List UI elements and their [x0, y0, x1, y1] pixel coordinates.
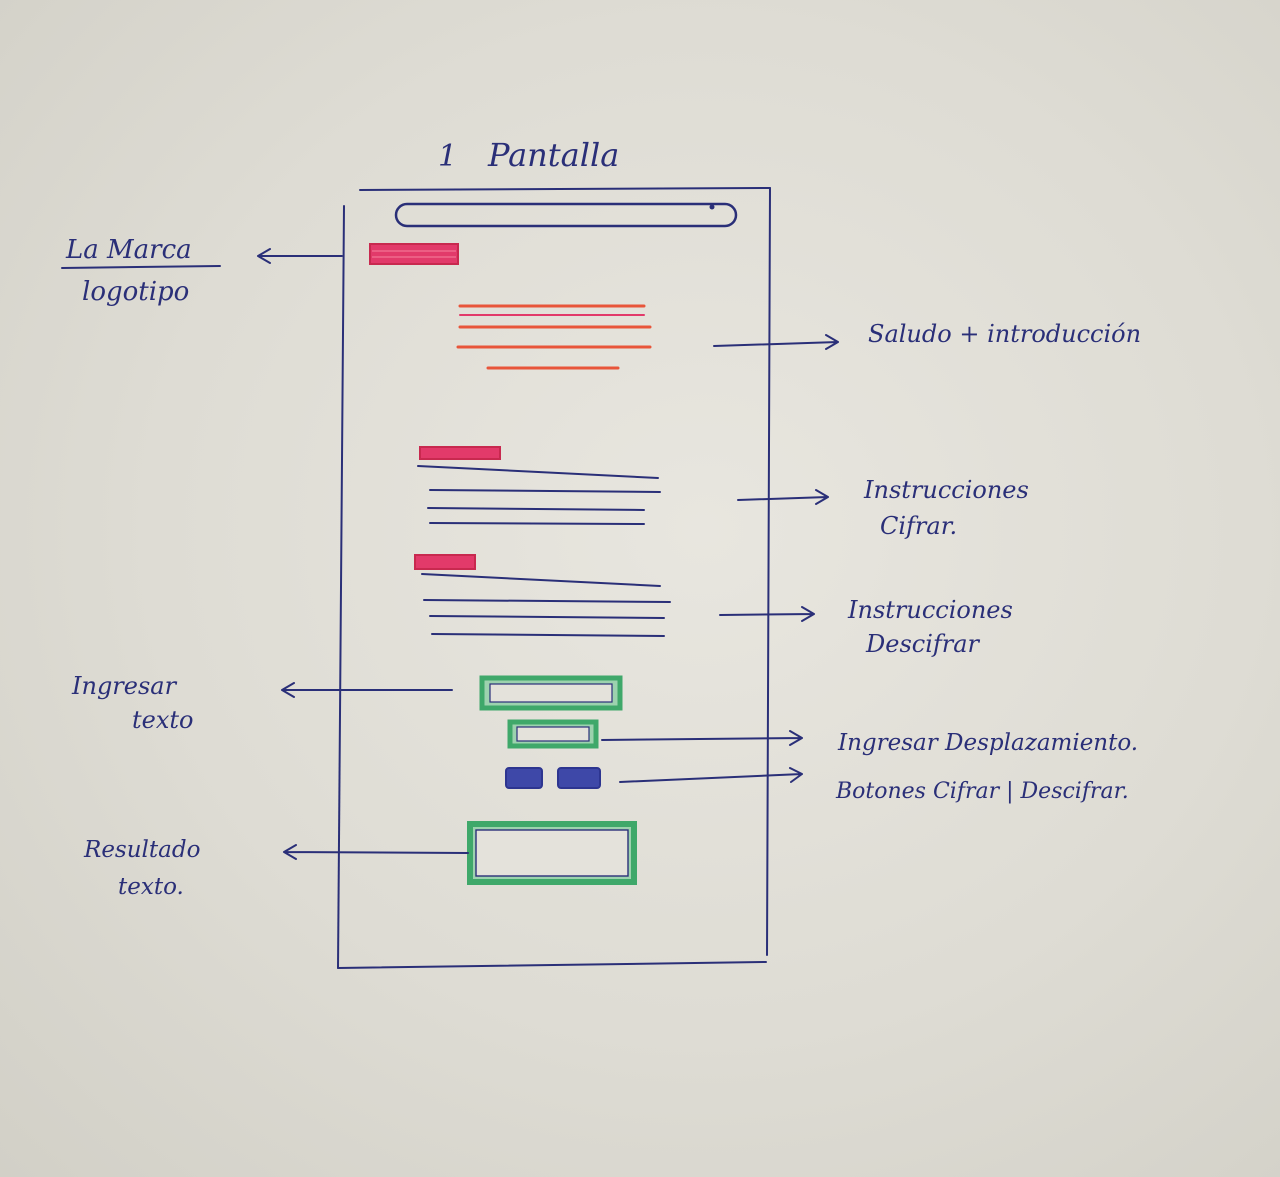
brand-annotation: La Marca logotipo — [61, 235, 221, 307]
encrypt-text-line — [417, 465, 659, 479]
brand-annotation-line1: La Marca — [65, 235, 192, 265]
decrypt-text-line — [429, 615, 665, 619]
arrows — [257, 248, 839, 860]
arrow-to-greeting — [713, 334, 839, 350]
brand-annotation-divider — [61, 265, 221, 269]
frame-bottom — [337, 961, 767, 969]
encrypt-instructions-block — [417, 446, 661, 525]
frame-top — [359, 187, 771, 191]
decrypt-heading-marker — [414, 554, 476, 570]
result-box-inner[interactable] — [475, 829, 629, 877]
arrow-to-buttons — [619, 767, 803, 783]
arrow-to-brand — [257, 248, 343, 264]
screen-frame — [337, 187, 771, 969]
shift-input-inner[interactable] — [516, 726, 590, 742]
decrypt-instructions-annotation: Instrucciones Descifrar — [847, 596, 1013, 658]
input-text-annotation-line2: texto — [132, 706, 193, 734]
decrypt-text-line — [423, 599, 671, 603]
logo-marker — [369, 243, 459, 265]
search-bar[interactable] — [394, 202, 738, 228]
decrypt-button[interactable] — [557, 767, 601, 789]
shift-input-field[interactable] — [507, 719, 599, 749]
frame-right — [766, 187, 771, 956]
input-text-annotation-line1: Ingresar — [71, 672, 178, 700]
brand-annotation-line2: logotipo — [82, 277, 189, 307]
encrypt-text-line — [429, 522, 645, 525]
greeting-annotation: Saludo + introducción — [868, 320, 1141, 348]
encrypt-annotation-line2: Cifrar. — [880, 512, 957, 540]
action-buttons — [505, 767, 601, 789]
encrypt-button[interactable] — [505, 767, 543, 789]
encrypt-heading-marker — [419, 446, 501, 460]
text-input-field[interactable] — [479, 675, 623, 711]
decrypt-annotation-line1: Instrucciones — [847, 596, 1013, 624]
result-text-box[interactable] — [467, 821, 637, 885]
frame-left — [337, 205, 345, 969]
encrypt-text-line — [427, 507, 645, 511]
decrypt-text-line — [421, 573, 661, 587]
input-text-annotation: Ingresar texto — [71, 672, 193, 734]
buttons-annotation: Botones Cifrar | Descifrar. — [835, 779, 1129, 804]
result-text-annotation: Resultado texto. — [83, 837, 200, 900]
text-input-inner[interactable] — [489, 683, 613, 703]
decrypt-annotation-line2: Descifrar — [865, 630, 981, 658]
sketch-title: 1 Pantalla — [438, 136, 619, 174]
arrow-to-input-text — [281, 682, 453, 698]
decrypt-instructions-block — [414, 554, 671, 637]
title-text: Pantalla — [487, 136, 619, 174]
result-text-annotation-line2: texto. — [118, 874, 184, 900]
input-shift-annotation: Ingresar Desplazamiento. — [837, 730, 1138, 756]
logo-block — [369, 243, 459, 265]
greeting-block — [456, 304, 652, 370]
arrow-to-encrypt-instructions — [737, 489, 829, 505]
title-number: 1 — [438, 139, 457, 174]
search-bar-dot — [709, 204, 715, 210]
arrow-to-result-text — [283, 844, 469, 860]
arrow-to-decrypt-instructions — [719, 606, 815, 622]
encrypt-instructions-annotation: Instrucciones Cifrar. — [863, 476, 1029, 540]
decrypt-text-line — [431, 633, 665, 637]
encrypt-annotation-line1: Instrucciones — [863, 476, 1029, 504]
encrypt-text-line — [429, 489, 661, 493]
result-text-annotation-line1: Resultado — [83, 837, 200, 863]
arrow-to-input-shift — [601, 730, 803, 746]
